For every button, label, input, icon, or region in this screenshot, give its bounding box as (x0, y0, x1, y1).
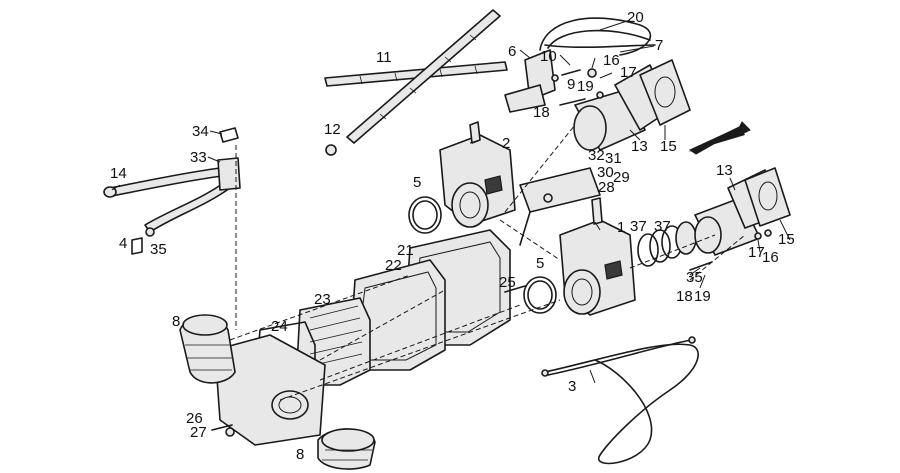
callout-9: 9 (567, 76, 575, 93)
callout-19-upper: 19 (577, 78, 594, 95)
callout-17-upper: 17 (620, 64, 637, 81)
callout-13-lower: 13 (716, 162, 733, 179)
callout-labels: 20 7 6 10 16 17 9 19 18 11 12 2 13 15 34… (110, 9, 795, 463)
callout-34: 34 (192, 123, 209, 140)
cable-part-3 (541, 336, 699, 465)
callout-4: 4 (119, 235, 127, 252)
callout-20: 20 (627, 9, 644, 26)
callout-28: 28 (598, 179, 615, 196)
callout-37-b: 37 (654, 218, 671, 235)
callout-10: 10 (540, 48, 557, 65)
rubber-boot-upper-part-8 (179, 314, 236, 384)
callout-22: 22 (385, 257, 402, 274)
callout-15-upper: 15 (660, 138, 677, 155)
callout-18-upper: 18 (533, 104, 550, 121)
callout-30: 30 (597, 164, 614, 181)
direction-arrow-icon (688, 121, 751, 155)
callout-35-left: 35 (150, 241, 167, 258)
callout-25: 25 (499, 274, 516, 291)
callout-37-a: 37 (630, 218, 647, 235)
callout-12: 12 (324, 121, 341, 138)
callout-16-upper: 16 (603, 52, 620, 69)
callout-29: 29 (613, 169, 630, 186)
callout-7: 7 (655, 37, 663, 54)
clip-part-34 (219, 127, 239, 143)
callout-leaders (111, 19, 791, 384)
airbox-base (214, 334, 326, 446)
bolts-parts-26-27 (211, 424, 235, 437)
callout-18-lower: 18 (676, 288, 693, 305)
callout-8-lower: 8 (296, 446, 304, 463)
hose-clamp-lower-part-5 (523, 276, 557, 314)
callout-31: 31 (605, 150, 622, 167)
callout-1: 1 (617, 219, 625, 236)
callout-5-upper: 5 (413, 174, 421, 191)
mounting-bracket-parts-28-32 (519, 167, 601, 246)
bolts-lower-right (689, 229, 772, 271)
cross-hose-part-11 (324, 9, 508, 144)
callout-16-lower: 16 (762, 249, 779, 266)
callout-19-lower: 19 (694, 288, 711, 305)
callout-21: 21 (397, 242, 414, 259)
carburetor-lower-part-1 (559, 197, 636, 316)
callout-8-upper: 8 (172, 313, 180, 330)
carburetor-upper-part-2 (439, 121, 516, 228)
callout-27: 27 (190, 424, 207, 441)
callout-3: 3 (568, 378, 576, 395)
callout-6: 6 (508, 43, 516, 60)
callout-32: 32 (588, 147, 605, 164)
hose-clamp-upper-part-5 (408, 196, 442, 234)
rubber-boot-lower-part-8 (317, 428, 376, 470)
bolt-part-25 (504, 285, 526, 293)
callout-14: 14 (110, 165, 127, 182)
throttle-cable-junction-part-6 (504, 17, 656, 113)
clip-part-12 (325, 144, 337, 156)
lower-flange-gasket-part-15 (744, 167, 791, 227)
callout-35-right: 35 (686, 269, 703, 286)
t-junction-part-33 (217, 157, 241, 191)
callout-26: 26 (186, 410, 203, 427)
callout-5-lower: 5 (536, 255, 544, 272)
callout-33: 33 (190, 149, 207, 166)
dashed-leaders (229, 124, 746, 401)
callout-2: 2 (502, 135, 510, 152)
callout-13-upper: 13 (631, 138, 648, 155)
bolts-upper (551, 68, 604, 106)
callout-24: 24 (271, 318, 288, 335)
small-parts-4-35 (131, 227, 155, 255)
callout-15-lower: 15 (778, 231, 795, 248)
callout-23: 23 (314, 291, 331, 308)
callout-17-lower: 17 (748, 244, 765, 261)
callout-11: 11 (376, 49, 392, 66)
upper-flange-gasket-part-15 (639, 59, 691, 126)
